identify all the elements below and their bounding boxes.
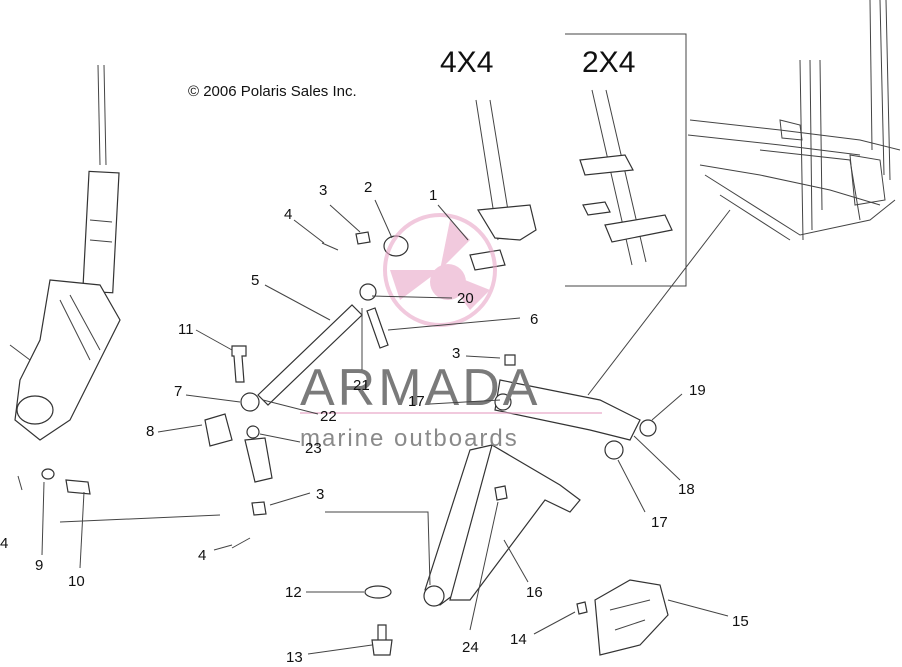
callout-18: 18 bbox=[678, 481, 695, 498]
callout-16: 16 bbox=[526, 584, 543, 601]
bolt-11 bbox=[231, 345, 247, 383]
callout-12: 12 bbox=[285, 584, 302, 601]
bolt-10 bbox=[65, 479, 91, 495]
copyright-notice: © 2006 Polaris Sales Inc. bbox=[188, 83, 357, 100]
bushing-8 bbox=[204, 413, 233, 447]
callout-11: 11 bbox=[178, 321, 194, 338]
shock-absorber bbox=[82, 64, 120, 294]
callout-21: 21 bbox=[353, 377, 370, 394]
watermark-tagline: marine outboards bbox=[300, 425, 519, 452]
variant-inset-frame bbox=[565, 33, 687, 287]
boot-23 bbox=[244, 437, 273, 483]
guard-15 bbox=[594, 579, 669, 656]
callout-7: 7 bbox=[174, 383, 182, 400]
cross-shaft bbox=[494, 354, 657, 460]
leader-lines bbox=[41, 199, 731, 655]
callout-8: 8 bbox=[146, 423, 154, 440]
callout-2: 2 bbox=[364, 179, 372, 196]
callout-24: 24 bbox=[462, 639, 479, 656]
callout-4a: 4 bbox=[284, 206, 292, 223]
variant-label-2x4: 2X4 bbox=[582, 46, 635, 79]
callout-17b: 17 bbox=[651, 514, 668, 531]
callout-13: 13 bbox=[286, 649, 303, 662]
spindle-knuckle bbox=[9, 279, 121, 441]
cotter-pin-4-lower bbox=[231, 537, 251, 549]
variant-label-4x4: 4X4 bbox=[440, 46, 493, 79]
callout-15: 15 bbox=[732, 613, 749, 630]
callout-9: 9 bbox=[35, 557, 43, 574]
callout-20: 20 bbox=[457, 290, 474, 307]
cotter-pin-4-lower-left bbox=[17, 475, 23, 491]
callout-23: 23 bbox=[305, 440, 322, 457]
callout-10: 10 bbox=[68, 573, 85, 590]
callout-14: 14 bbox=[510, 631, 527, 648]
frame-assembly bbox=[687, 0, 901, 241]
ball-joint-13 bbox=[371, 624, 393, 656]
callout-1: 1 bbox=[429, 187, 437, 204]
callout-4c: 4 bbox=[198, 547, 206, 564]
lower-a-arm bbox=[423, 444, 581, 607]
callout-19: 19 bbox=[689, 382, 706, 399]
nut-3-lower bbox=[251, 501, 267, 516]
ring-12 bbox=[364, 585, 392, 599]
nut-3-upper bbox=[355, 231, 371, 245]
callout-4b: 4 bbox=[0, 535, 8, 552]
watermark-brand: ARMADA bbox=[300, 359, 540, 417]
callout-5: 5 bbox=[251, 272, 259, 289]
washer-23 bbox=[246, 425, 260, 439]
callout-3c: 3 bbox=[316, 486, 324, 503]
callout-6: 6 bbox=[530, 311, 538, 328]
callout-3b: 3 bbox=[452, 345, 460, 362]
steering-post-4x4 bbox=[469, 99, 537, 271]
callout-17a: 17 bbox=[408, 393, 425, 410]
screw-14 bbox=[576, 601, 588, 615]
cotter-pin-4-upper bbox=[321, 242, 339, 251]
steering-post-2x4 bbox=[579, 89, 673, 266]
callout-3a: 3 bbox=[319, 182, 327, 199]
nut-9 bbox=[41, 468, 55, 480]
callout-22: 22 bbox=[320, 408, 337, 425]
